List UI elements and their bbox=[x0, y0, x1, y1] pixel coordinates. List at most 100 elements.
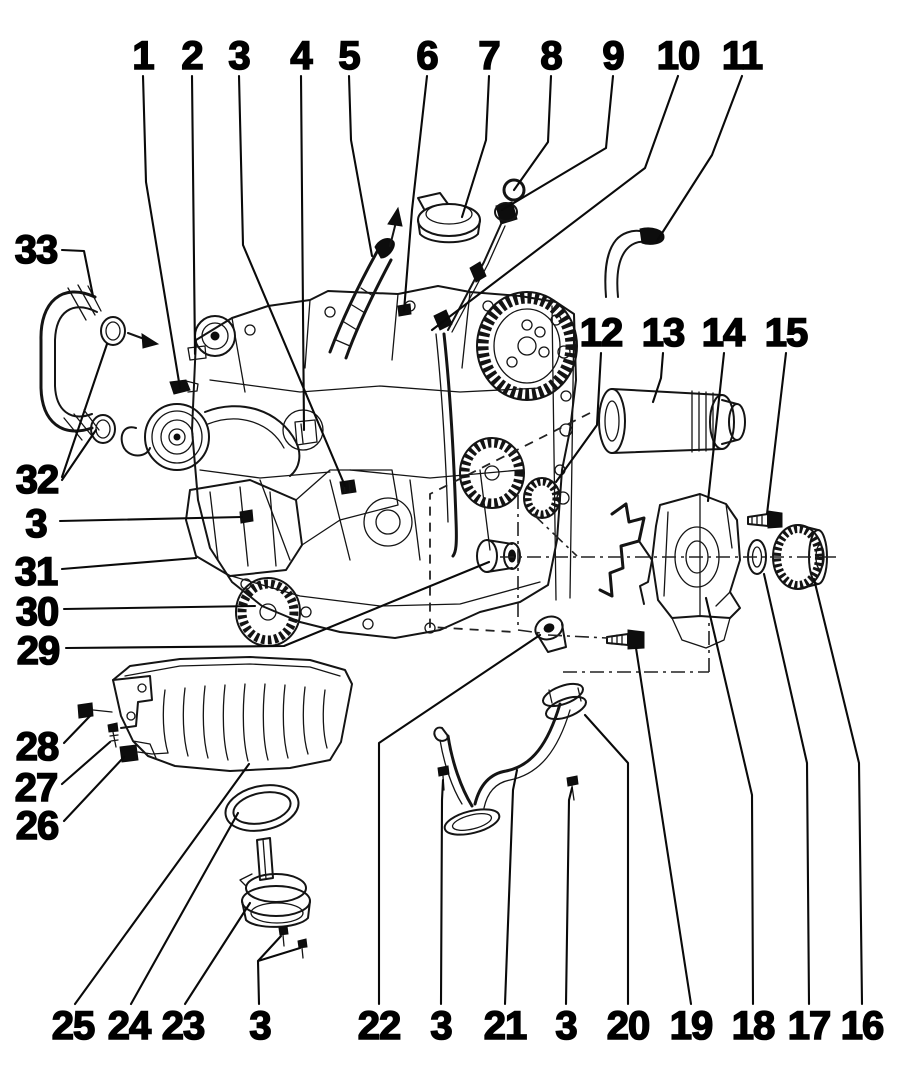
callout-label-4-3: 4 bbox=[290, 34, 313, 78]
pump-pulley-assembly bbox=[120, 403, 399, 577]
leader-line-18-34 bbox=[704, 596, 755, 1006]
pan-stud-27 bbox=[107, 722, 119, 748]
leader-line-6-5 bbox=[402, 74, 429, 313]
oil-filter bbox=[598, 388, 746, 454]
callout-label-11-10: 11 bbox=[722, 34, 763, 78]
callout-label-1-0: 1 bbox=[132, 34, 154, 78]
direction-arrow-right bbox=[127, 332, 160, 349]
leader-line-8-7 bbox=[512, 74, 553, 192]
callout-label-29-20: 29 bbox=[17, 629, 60, 673]
leader-line-32-16 bbox=[60, 428, 98, 482]
idler-pulley bbox=[194, 315, 236, 357]
leader-line-22-28 bbox=[377, 633, 542, 1006]
oil-pan bbox=[112, 656, 353, 772]
pump-bolt bbox=[747, 510, 783, 529]
callout-label-2-1: 2 bbox=[181, 34, 202, 78]
tensioner-bracket bbox=[598, 502, 653, 605]
pan-bolt-26 bbox=[119, 744, 169, 763]
leader-line-7-6 bbox=[460, 74, 491, 219]
oil-level-sensor bbox=[239, 837, 311, 928]
callout-label-6-5: 6 bbox=[416, 34, 437, 78]
hook-pipe bbox=[604, 227, 665, 298]
pan-bolt-28 bbox=[77, 702, 113, 719]
pump-drive-sprocket bbox=[523, 477, 561, 519]
callout-label-24-25: 24 bbox=[108, 1004, 152, 1048]
leader-line-29-20 bbox=[64, 560, 491, 650]
leader-line-24-25 bbox=[129, 811, 240, 1006]
callout-label-31-18: 31 bbox=[15, 550, 58, 594]
leader-line-13-12 bbox=[651, 351, 665, 404]
callout-label-27-22: 27 bbox=[15, 766, 58, 810]
callout-label-15-14: 15 bbox=[765, 311, 808, 355]
o-ring-lower bbox=[90, 414, 116, 444]
oil-pump bbox=[651, 493, 741, 649]
callout-label-13-12: 13 bbox=[642, 311, 685, 355]
leader-line-3-17 bbox=[58, 515, 244, 523]
leader-line-3-31 bbox=[564, 786, 574, 1006]
leader-line-21-30 bbox=[503, 768, 519, 1006]
leader-line-19-33 bbox=[634, 646, 693, 1006]
pan-gasket-ring bbox=[224, 784, 300, 832]
leader-line-3-27 bbox=[256, 934, 283, 1006]
sensor-bolt-a bbox=[278, 925, 289, 947]
hose-clamp bbox=[187, 345, 207, 361]
camshaft-sprocket bbox=[476, 291, 578, 401]
leader-line-16-36 bbox=[812, 577, 864, 1006]
o-ring-upper bbox=[100, 316, 126, 346]
callout-label-14-13: 14 bbox=[702, 311, 746, 355]
leader-line-17-35 bbox=[762, 572, 811, 1006]
leader-line-28-21 bbox=[62, 714, 92, 745]
leader-line-31-18 bbox=[60, 556, 198, 571]
leader-line-10-9 bbox=[430, 74, 680, 332]
suction-flange-gasket bbox=[542, 682, 587, 721]
crankshaft-sprocket bbox=[235, 577, 301, 647]
callout-label-18-34: 18 bbox=[732, 1004, 775, 1048]
callout-label-3-17: 3 bbox=[25, 502, 46, 546]
callout-label-22-28: 22 bbox=[358, 1004, 401, 1048]
callout-label-21-30: 21 bbox=[484, 1004, 527, 1048]
suction-pipe bbox=[433, 702, 571, 836]
leader-line-3-29 bbox=[439, 778, 445, 1006]
callout-label-19-33: 19 bbox=[670, 1004, 713, 1048]
construction-lines bbox=[429, 412, 836, 673]
direction-arrow-up bbox=[387, 206, 403, 247]
breather-tube bbox=[328, 238, 395, 360]
callout-label-12-11: 12 bbox=[580, 311, 623, 355]
leader-line-33-15 bbox=[60, 248, 95, 298]
leader-line-32-16 bbox=[60, 342, 109, 479]
leader-line-1-0 bbox=[141, 74, 182, 390]
leader-line-20-32 bbox=[583, 713, 630, 1006]
oil-filler-cap bbox=[417, 192, 481, 244]
leader-line-26-23 bbox=[62, 755, 126, 823]
callout-label-8-7: 8 bbox=[540, 34, 562, 78]
leader-line-25-24 bbox=[73, 762, 251, 1006]
oil-hose bbox=[39, 284, 102, 441]
callout-label-7-6: 7 bbox=[478, 34, 499, 78]
callout-label-20-32: 20 bbox=[607, 1004, 650, 1048]
callout-label-5-4: 5 bbox=[338, 34, 360, 78]
callout-label-3-27: 3 bbox=[249, 1004, 270, 1048]
callout-label-10-9: 10 bbox=[657, 34, 700, 78]
callout-label-28-21: 28 bbox=[16, 725, 59, 769]
callout-label-33-15: 33 bbox=[15, 228, 58, 272]
suction-boss bbox=[476, 539, 521, 573]
leader-line-14-13 bbox=[706, 351, 726, 503]
callout-label-23-26: 23 bbox=[162, 1004, 205, 1048]
callout-label-3-29: 3 bbox=[430, 1004, 451, 1048]
leader-line-3-2 bbox=[237, 74, 347, 488]
seal-cup bbox=[534, 615, 567, 653]
callout-label-16-36: 16 bbox=[841, 1004, 884, 1048]
dipstick-guide-tube bbox=[435, 332, 458, 558]
callout-label-26-23: 26 bbox=[16, 804, 59, 848]
leader-line-15-14 bbox=[765, 351, 788, 516]
leader-line-3-27 bbox=[256, 946, 302, 963]
leader-line-23-26 bbox=[183, 901, 252, 1006]
callout-label-30-19: 30 bbox=[16, 590, 59, 634]
sensor-bolt-b bbox=[297, 938, 308, 959]
callout-label-32-16: 32 bbox=[16, 458, 59, 502]
leader-line-11-10 bbox=[655, 74, 744, 243]
intermediate-sprocket bbox=[459, 437, 525, 509]
leader-line-30-19 bbox=[62, 604, 257, 611]
